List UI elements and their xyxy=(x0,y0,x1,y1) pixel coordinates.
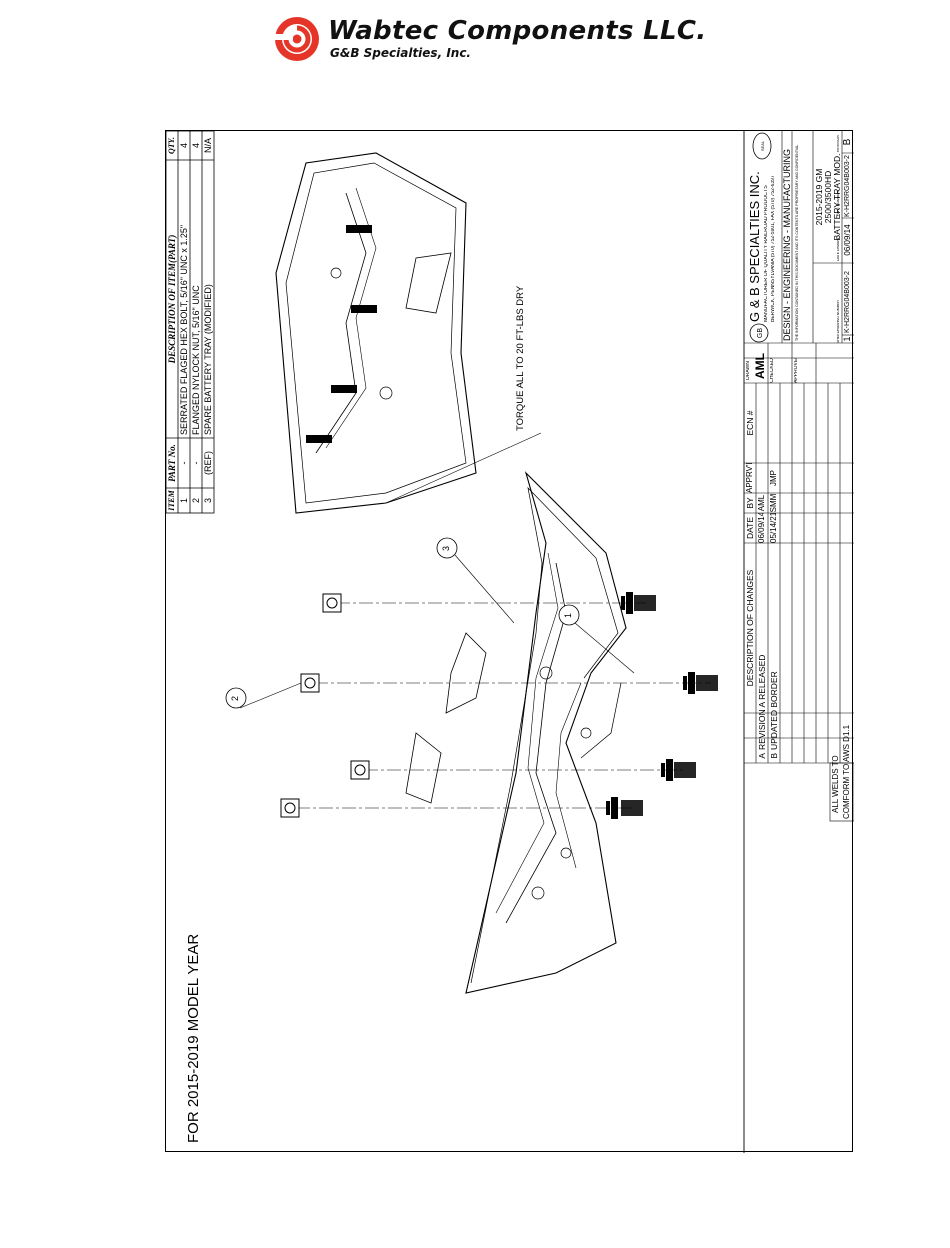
tb-title-line2: 2500/3500HD xyxy=(824,170,833,224)
nuts xyxy=(280,593,370,818)
assembly-centerlines xyxy=(296,602,711,809)
rotated-sheet-content: FOR 2015-2019 MODEL YEAR TORQUE ALL TO 2… xyxy=(166,131,854,1153)
tb-sheet: 1 xyxy=(843,336,852,342)
svg-text:GB: GB xyxy=(757,328,764,338)
title-block-grid xyxy=(781,131,854,343)
exploded-tray-drawing xyxy=(405,471,627,994)
tb-revision-label: REVISION xyxy=(837,135,840,152)
balloon-circles xyxy=(225,537,580,709)
tb-date-drawn: 06/09/14 xyxy=(844,224,852,256)
wabtec-logo: Wabtec Components LLC. G&B Specialties, … xyxy=(272,14,712,64)
tb-sheet-label: SHEET xyxy=(837,333,840,343)
tb-address: BERWICK, PENNSYLVANIA (570) 752-5901, FA… xyxy=(771,175,776,322)
tb-revision: B xyxy=(843,138,853,146)
tb-confidential: THE INFORMATION CONTAINED IN THIS DOCUME… xyxy=(795,144,799,341)
tb-discipline: DESIGN - ENGINEERING - MANUFACTURING xyxy=(783,148,792,341)
svg-text:SEAL: SEAL xyxy=(760,140,765,151)
wabtec-logo-icon xyxy=(275,17,319,61)
tb-tagline: MANUFACTURER OF QUALITY RAILROAD PRODUCT… xyxy=(764,185,769,322)
tb-title-line1: 2015-2019 GM xyxy=(815,168,824,226)
drawing-sheet: FOR 2015-2019 MODEL YEAR TORQUE ALL TO 2… xyxy=(165,130,854,1153)
bolts xyxy=(606,592,718,819)
tb-date-drawn-label: DATE DRAWN xyxy=(837,237,840,261)
tb-part-number: K-H2RRG04B003-2 xyxy=(844,155,851,217)
tb-part-number-label: PART NUMBER xyxy=(837,190,840,216)
bom-grid xyxy=(166,131,215,514)
company-name: Wabtec Components LLC. xyxy=(328,16,707,46)
seal-icon xyxy=(752,132,772,160)
tb-drawing-number-label: DRAWING NUMBER xyxy=(837,300,840,333)
title-block-logos: GB SEAL xyxy=(749,132,772,343)
tb-company: G & B SPECIALTIES INC. xyxy=(748,171,761,322)
revision-grid xyxy=(744,342,854,822)
gb-logo-icon xyxy=(749,323,769,343)
tb-drawing-number: K-H2RRG04B003-2 xyxy=(844,271,851,333)
balloon-leaders xyxy=(239,554,635,709)
subsidiary-name: G&B Specialties, Inc. xyxy=(330,46,471,60)
torque-leader xyxy=(385,432,542,504)
detail-bolts xyxy=(306,225,377,443)
drawing-linework xyxy=(166,131,854,1153)
